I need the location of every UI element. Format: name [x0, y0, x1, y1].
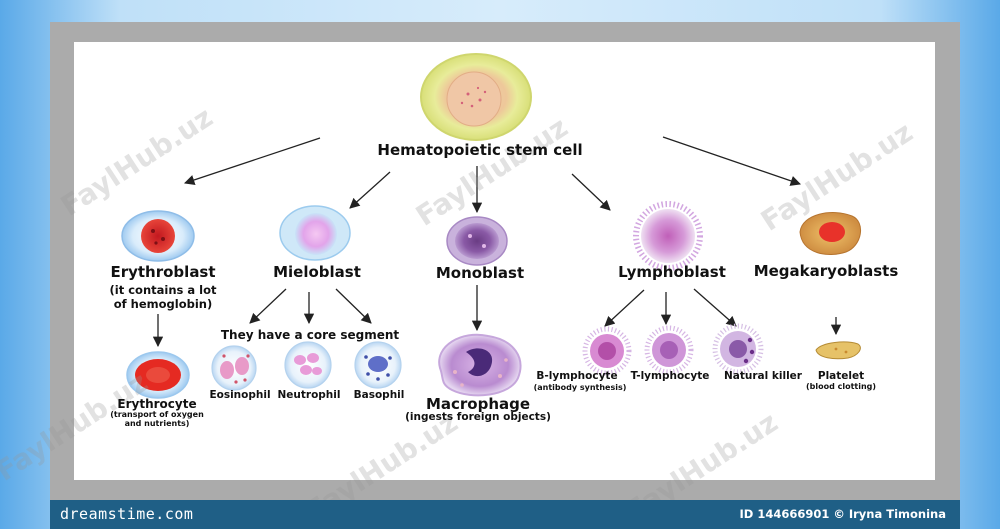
b-lymphocyte-label: B-lymphocyte	[536, 370, 618, 382]
erythrocyte-note-2: and nutrients)	[124, 419, 190, 428]
arrow-lymphoblast-to-natural-killer	[693, 288, 737, 327]
mieloblast-image	[279, 205, 351, 261]
macrophage-note: (ingests foreign objects)	[405, 411, 551, 423]
erythroblast-image	[121, 210, 195, 262]
arrow-stem-to-erythroblast	[184, 137, 321, 185]
erythrocyte-label: Erythrocyte	[117, 397, 197, 411]
eosinophil-label: Eosinophil	[209, 389, 271, 401]
eosinophil-image	[211, 345, 257, 391]
monoblast-label: Monoblast	[435, 264, 525, 282]
platelet-image	[815, 341, 861, 360]
macrophage-image	[438, 333, 522, 397]
arrow-stem-to-megakaryoblasts	[662, 136, 801, 186]
arrow-stem-to-mieloblast	[349, 171, 391, 209]
neutrophil-image	[284, 341, 332, 389]
lymphoblast-image	[633, 201, 703, 271]
neutrophil-label: Neutrophil	[277, 389, 341, 401]
macrophage-label: Macrophage	[425, 395, 531, 413]
monoblast-image	[446, 216, 508, 266]
erythroblast-note-2: of hemoglobin)	[113, 297, 213, 311]
t-lymphocyte-label: T-lymphocyte	[630, 370, 710, 382]
arrow-mieloblast-to-basophil	[335, 288, 372, 324]
erythroblast-label: Erythroblast	[110, 263, 216, 281]
erythrocyte-note: (transport of oxygen	[110, 410, 204, 419]
footer-id: ID 144666901 © Iryna Timonina	[739, 507, 947, 521]
arrow-stem-to-lymphoblast	[571, 173, 611, 211]
b-lymphocyte-image	[582, 326, 632, 376]
lymphoblast-label: Lymphoblast	[618, 263, 726, 281]
natural-killer-image	[712, 323, 764, 375]
stem-cell-label: Hematopoietic stem cell	[377, 141, 583, 159]
stem-cell-image	[420, 53, 532, 141]
b-lymphocyte-note: (antibody synthesis)	[533, 383, 627, 392]
natural-killer-label: Natural killer	[724, 370, 802, 382]
basophil-image	[354, 341, 402, 389]
basophil-label: Basophil	[353, 389, 405, 401]
footer-brand: dreamstime.com	[60, 505, 194, 523]
footer-bar: dreamstime.com ID 144666901 © Iryna Timo…	[50, 500, 960, 529]
mieloblast-label: Mieloblast	[273, 263, 361, 281]
mieloblast-note: They have a core segment	[220, 328, 400, 342]
arrows	[152, 136, 842, 348]
t-lymphocyte-image	[644, 325, 694, 375]
platelet-note: (blood clotting)	[805, 382, 877, 391]
arrow-mieloblast-to-eosinophil	[249, 288, 287, 324]
erythroblast-note: (it contains a lot	[109, 283, 217, 297]
platelet-label: Platelet	[817, 370, 865, 382]
megakaryoblasts-label: Megakaryoblasts	[753, 262, 899, 280]
megakaryoblast-image	[799, 212, 861, 255]
arrow-lymphoblast-to-b-lymphocyte	[604, 289, 645, 327]
erythrocyte-image	[126, 351, 190, 399]
